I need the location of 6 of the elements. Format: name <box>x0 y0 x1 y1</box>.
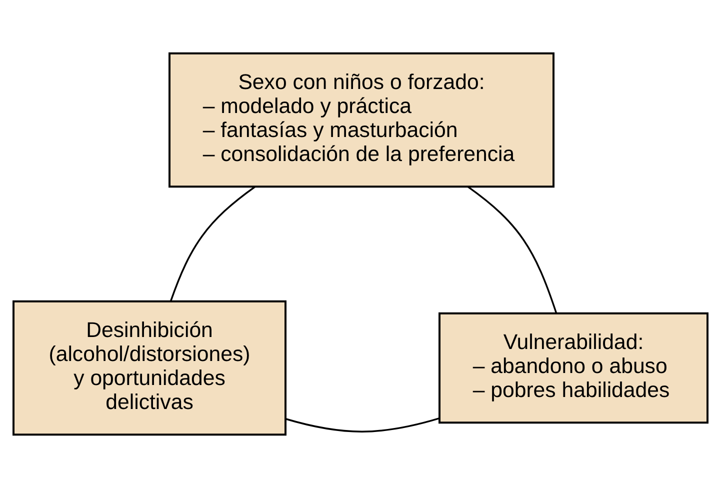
connector <box>285 417 440 432</box>
node-box: Desinhibición (alcohol/distorsiones) y oportunidades delictivas <box>12 300 286 436</box>
node-box: Vulnerabilidad: – abandono o abuso – pobres habilidades <box>438 312 708 424</box>
node-box: Sexo con niños o forzado: – modelado y práctica – fantasías y masturbación – consolidación de la preferencia <box>168 52 554 188</box>
connector <box>170 186 256 302</box>
connector <box>467 186 558 314</box>
